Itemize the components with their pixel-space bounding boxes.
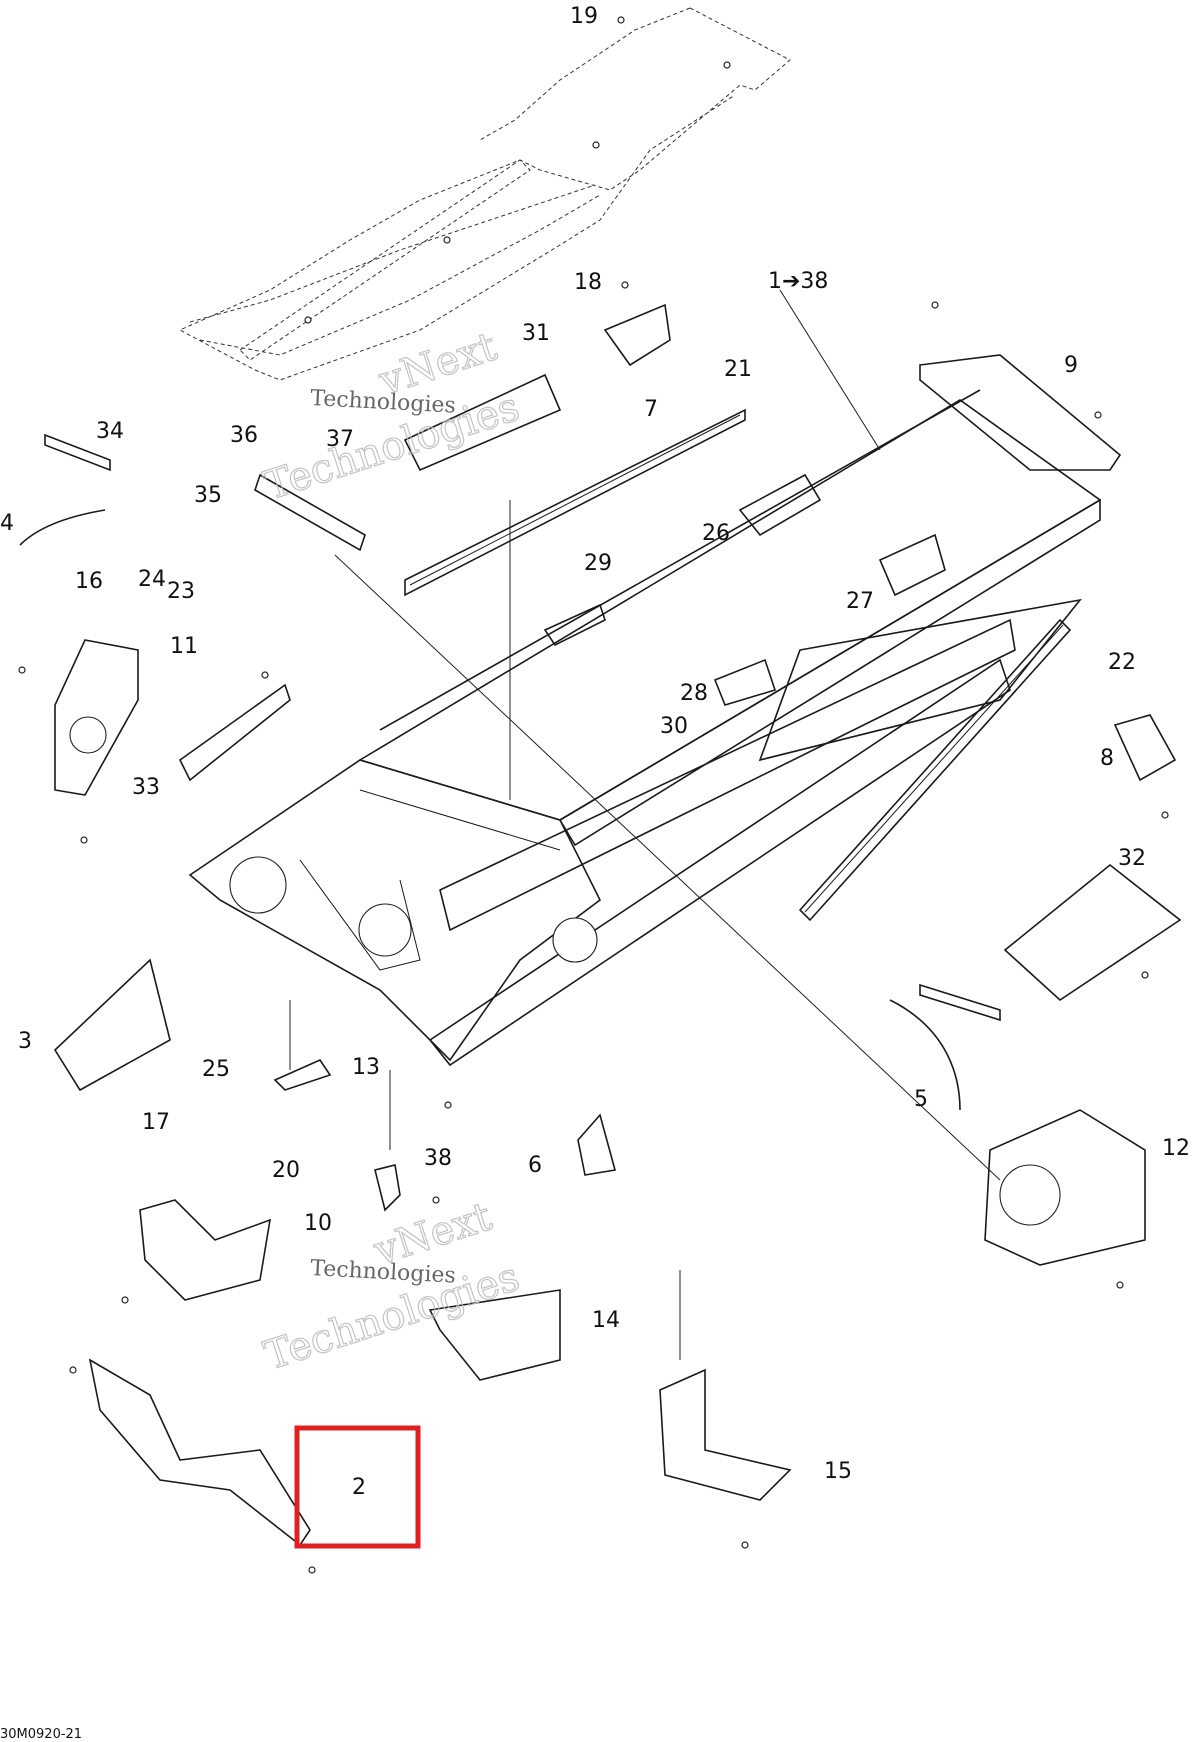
callout-12: 12 [1162, 1136, 1190, 1161]
callout-9: 9 [1064, 353, 1078, 378]
callout-21: 21 [724, 357, 752, 382]
callout-32: 32 [1118, 846, 1146, 871]
watermark-line-combined: Technologies [310, 1256, 457, 1289]
tunnel-drawing [188, 389, 1102, 1067]
callout-11: 11 [170, 634, 198, 659]
callout-1-38: 1➔38 [768, 269, 828, 294]
callout-7: 7 [644, 397, 658, 422]
callout-13: 13 [352, 1055, 380, 1080]
running-board-drawings [404, 408, 1072, 922]
callout-26: 26 [702, 521, 730, 546]
callout-2: 2 [352, 1475, 366, 1500]
callout-3: 3 [18, 1029, 32, 1054]
rear-panel-drawing [178, 7, 791, 381]
callout-6: 6 [528, 1153, 542, 1178]
callout-29: 29 [584, 551, 612, 576]
bracket-drawings [19, 303, 1182, 1547]
callout-30: 30 [660, 714, 688, 739]
callout-10: 10 [304, 1211, 332, 1236]
callout-8: 8 [1100, 746, 1114, 771]
highlight-box [294, 1425, 421, 1549]
callout-35: 35 [194, 483, 222, 508]
callout-4: 4 [0, 511, 14, 536]
callout-33: 33 [132, 775, 160, 800]
watermark-line-combined: Technologies [310, 386, 457, 419]
callout-18: 18 [574, 270, 602, 295]
callout-27: 27 [846, 589, 874, 614]
callout-31: 31 [522, 321, 550, 346]
callout-23: 23 [167, 579, 195, 604]
callout-22: 22 [1108, 650, 1136, 675]
fastener-drawings [18, 16, 1169, 1574]
callout-25: 25 [202, 1057, 230, 1082]
callout-24: 24 [138, 567, 166, 592]
callout-19: 19 [570, 4, 598, 29]
callout-15: 15 [824, 1459, 852, 1484]
callout-28: 28 [680, 681, 708, 706]
callout-16: 16 [75, 569, 103, 594]
callout-37: 37 [326, 427, 354, 452]
document-id: 30M0920-21 [0, 1727, 82, 1742]
callout-17: 17 [142, 1110, 170, 1135]
callout-36: 36 [230, 423, 258, 448]
callout-34: 34 [96, 419, 124, 444]
callout-20: 20 [272, 1158, 300, 1183]
watermark: vNext Technologies Technologies vNext Te… [258, 323, 525, 1380]
callout-5: 5 [914, 1087, 928, 1112]
callout-38: 38 [424, 1146, 452, 1171]
callout-14: 14 [592, 1308, 620, 1333]
leader-lines [289, 289, 1001, 1360]
callout-labels: 1➔38 2 3 4 5 6 7 8 9 10 11 12 13 14 15 1… [0, 4, 1190, 1500]
